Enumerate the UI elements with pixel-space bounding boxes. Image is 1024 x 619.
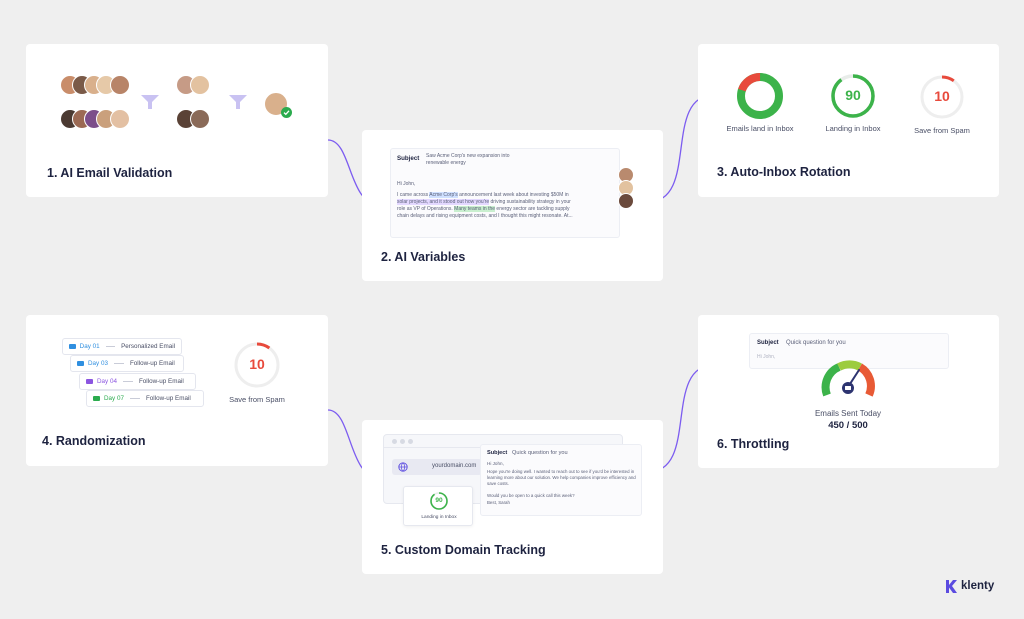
avatar xyxy=(190,75,210,95)
schedule-row-day-07: Day 07 Follow-up Email xyxy=(86,390,204,407)
schedule-row-day-04: Day 04 Follow-up Email xyxy=(79,373,196,390)
email-ask: Would you be open to a quick call this w… xyxy=(487,493,575,498)
greeting: Hi John, xyxy=(397,181,416,187)
spam-gauge xyxy=(234,342,280,388)
email-signoff: Best, Sarah xyxy=(487,500,510,505)
body-text: driving sustainability strategy in your xyxy=(489,199,571,205)
domain-text: yourdomain.com xyxy=(432,463,477,469)
body-text: role as VP of Operations. xyxy=(397,206,455,212)
greeting: Hi John, xyxy=(757,354,776,360)
subject-line-1: Saw Acme Corp's new expansion into xyxy=(426,153,510,159)
day-label: Day 03 xyxy=(88,360,108,367)
email-body-line: I came across Acme Corp's announcement l… xyxy=(397,192,615,199)
card-randomization: Day 01 Personalized Email Day 03 Follow-… xyxy=(26,315,328,466)
envelope-icon xyxy=(86,379,93,384)
body-text: announcement last week about investing $… xyxy=(457,192,569,198)
landing-score: 90 xyxy=(845,87,861,103)
inbox-score-card: 90 Landing in Inbox xyxy=(403,486,473,526)
klenty-logo: klenty xyxy=(945,578,994,594)
email-type: Follow-up Email xyxy=(145,395,191,402)
sent-caption: Emails Sent Today xyxy=(814,409,882,418)
spam-score: 10 xyxy=(249,356,265,372)
landing-gauge xyxy=(430,492,448,510)
inbox-donut-gauge xyxy=(737,73,783,119)
card-throttling: Subject Quick question for you Hi John, … xyxy=(698,315,999,468)
landing-label: Landing in Inbox xyxy=(421,515,457,520)
day-label: Day 07 xyxy=(104,395,124,402)
ai-variable-highlight: Many teams in the xyxy=(454,206,496,212)
subject-text: Quick question for you xyxy=(786,340,846,346)
subject-line-2: renewable energy xyxy=(426,160,466,166)
envelope-icon xyxy=(69,344,76,349)
ai-variable-highlight: Acme Corp's xyxy=(429,192,458,198)
divider xyxy=(113,363,124,364)
step-title: 5. Custom Domain Tracking xyxy=(381,543,546,557)
landing-score: 90 xyxy=(435,497,443,504)
throttle-speedometer xyxy=(821,360,875,397)
body-text: chain delays and rising equipment costs,… xyxy=(397,213,573,219)
card-ai-variables: Subject Saw Acme Corp's new expansion in… xyxy=(362,130,663,281)
email-body: I came across Acme Corp's announcement l… xyxy=(397,192,615,220)
avatar xyxy=(190,109,210,129)
domain-bar: yourdomain.com xyxy=(392,459,482,475)
globe-icon xyxy=(398,462,408,472)
funnel-icon xyxy=(141,95,159,109)
subject-text: Quick question for you xyxy=(512,450,568,456)
divider xyxy=(122,381,133,382)
step-title: 4. Randomization xyxy=(42,434,146,448)
spam-gauge xyxy=(920,75,964,119)
sent-count: 450 / 500 xyxy=(828,420,868,431)
email-preview: Subject Quick question for you Hi John, … xyxy=(480,444,642,516)
day-label: Day 01 xyxy=(79,343,100,350)
brand-name: klenty xyxy=(961,580,995,592)
card-ai-email-validation: 1. AI Email Validation xyxy=(26,44,328,197)
email-type: Follow-up Email xyxy=(138,378,184,385)
divider xyxy=(105,346,116,347)
day-label: Day 04 xyxy=(97,378,117,385)
gauge-label: Save from Spam xyxy=(914,126,970,135)
email-type: Personalized Email xyxy=(121,343,175,350)
subject-label: Subject xyxy=(757,340,779,346)
step-title: 2. AI Variables xyxy=(381,250,466,264)
email-type: Follow-up Email xyxy=(129,360,175,367)
step-title: 3. Auto-Inbox Rotation xyxy=(717,165,851,179)
check-badge-icon xyxy=(281,107,292,118)
window-dot xyxy=(400,439,405,444)
ai-variable-highlight: solar projects, and it stood out how you… xyxy=(397,199,490,205)
email-body: Hope you're doing well. I wanted to reac… xyxy=(487,469,636,486)
email-body-line: chain delays and rising equipment costs,… xyxy=(397,213,615,220)
envelope-icon xyxy=(93,396,100,401)
envelope-icon xyxy=(77,361,84,366)
subject-label: Subject xyxy=(487,450,508,456)
step-title: 6. Throttling xyxy=(717,437,790,451)
body-text: energy sector are tackling supply xyxy=(495,206,570,212)
body-text: I came across xyxy=(397,192,430,198)
avatar xyxy=(618,193,634,209)
klenty-logo-icon xyxy=(946,579,957,593)
subject-label: Subject xyxy=(397,155,420,162)
gauge-label: Save from Spam xyxy=(229,395,285,404)
avatar xyxy=(110,75,130,95)
card-custom-domain-tracking: yourdomain.com 90 Landing in Inbox Subje… xyxy=(362,420,663,574)
card-auto-inbox-rotation: Emails land in Inbox 90 Landing in Inbox… xyxy=(698,44,999,197)
schedule-row-day-03: Day 03 Follow-up Email xyxy=(70,355,184,372)
step-title: 1. AI Email Validation xyxy=(47,166,173,180)
avatar xyxy=(110,109,130,129)
email-preview: Subject Saw Acme Corp's new expansion in… xyxy=(390,148,620,238)
window-dot xyxy=(392,439,397,444)
gauge-label: Emails land in Inbox xyxy=(726,124,794,133)
schedule-row-day-01: Day 01 Personalized Email xyxy=(62,338,182,355)
validated-avatar xyxy=(264,92,288,116)
email-body-line: solar projects, and it stood out how you… xyxy=(397,199,615,206)
landing-gauge xyxy=(831,74,875,118)
gauge-label: Landing in Inbox xyxy=(825,124,881,133)
greeting: Hi John, xyxy=(487,461,504,466)
funnel-icon xyxy=(229,95,247,109)
window-dot xyxy=(408,439,413,444)
email-body-line: role as VP of Operations. Many teams in … xyxy=(397,206,615,213)
spam-score: 10 xyxy=(934,88,950,104)
divider xyxy=(129,398,140,399)
